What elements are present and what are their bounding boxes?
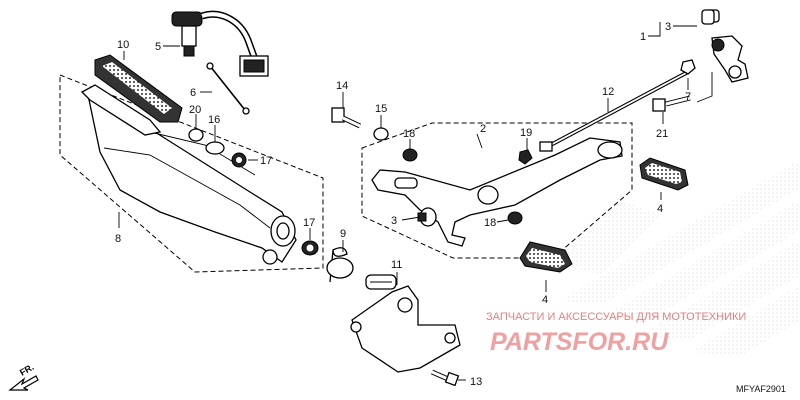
brand-wing-logo: [555, 160, 800, 356]
callout-2: 2: [480, 123, 486, 135]
right-assembly-outline: [361, 122, 633, 259]
pedal-rubber-upper: [639, 157, 689, 191]
callout-13: 13: [470, 376, 482, 388]
brake-rod: [539, 70, 689, 152]
callout-19: 19: [520, 127, 532, 139]
pedal-rubber-lower: [519, 241, 573, 273]
callout-12: 12: [602, 86, 614, 98]
nut-7: [680, 59, 696, 75]
callout-11: 11: [391, 259, 402, 271]
callout-14: 14: [336, 80, 348, 92]
callout-labels: 1 2 3 3 4 4 5 6 7 8 9 10 11 13 14 15 16 …: [115, 21, 691, 388]
collar-16: [205, 141, 225, 155]
callout-17-upper: 17: [260, 155, 272, 167]
callout-4-lower: 4: [542, 294, 548, 306]
step-rubber: [94, 54, 183, 123]
left-assembly-outline: [59, 74, 324, 273]
callout-21: 21: [656, 128, 668, 140]
callout-7: 7: [685, 91, 691, 103]
step-holder-bracket: [87, 93, 297, 265]
callout-5: 5: [155, 41, 161, 53]
callout-18-upper: 18: [403, 128, 415, 140]
nut-19: [518, 149, 533, 165]
callout-1: 1: [640, 31, 646, 43]
watermark-brand: PARTSFOR.RU: [490, 328, 669, 356]
watermark-tagline: ЗАПЧАСТИ И АКСЕССУАРЫ ДЛЯ МОТОТЕХНИКИ: [486, 311, 746, 323]
bolt-14: [331, 107, 362, 129]
bolt-21: [652, 95, 691, 112]
washer-15: [373, 127, 389, 141]
callout-4-upper: 4: [657, 203, 663, 215]
return-spring-small: [206, 62, 250, 115]
step-plate: [80, 84, 162, 136]
callout-17-lower: 17: [303, 217, 315, 229]
callout-3-upper: 3: [665, 21, 671, 33]
callout-15: 15: [375, 103, 387, 115]
callout-3-lower: 3: [391, 215, 397, 227]
bolt-3-upper: [701, 9, 715, 25]
callout-10: 10: [117, 39, 129, 51]
callout-8: 8: [115, 233, 121, 245]
fr-label: FR.: [18, 362, 36, 378]
callout-6: 6: [190, 87, 196, 99]
seal-18a: [402, 148, 418, 162]
bolt-13: [430, 369, 460, 387]
return-spring: [326, 247, 354, 283]
pivot-plate: [350, 274, 461, 373]
front-direction-marker: FR.: [8, 362, 39, 391]
callout-9: 9: [340, 228, 346, 240]
leader-lines: [118, 22, 713, 381]
seal-18b: [507, 211, 523, 225]
callout-20: 20: [189, 104, 201, 116]
callout-18-lower: 18: [484, 217, 496, 229]
callout-16: 16: [208, 114, 220, 126]
washer-20: [188, 128, 204, 142]
stop-switch: [171, 10, 269, 77]
diagram-code: MFYAF2901: [736, 384, 786, 394]
